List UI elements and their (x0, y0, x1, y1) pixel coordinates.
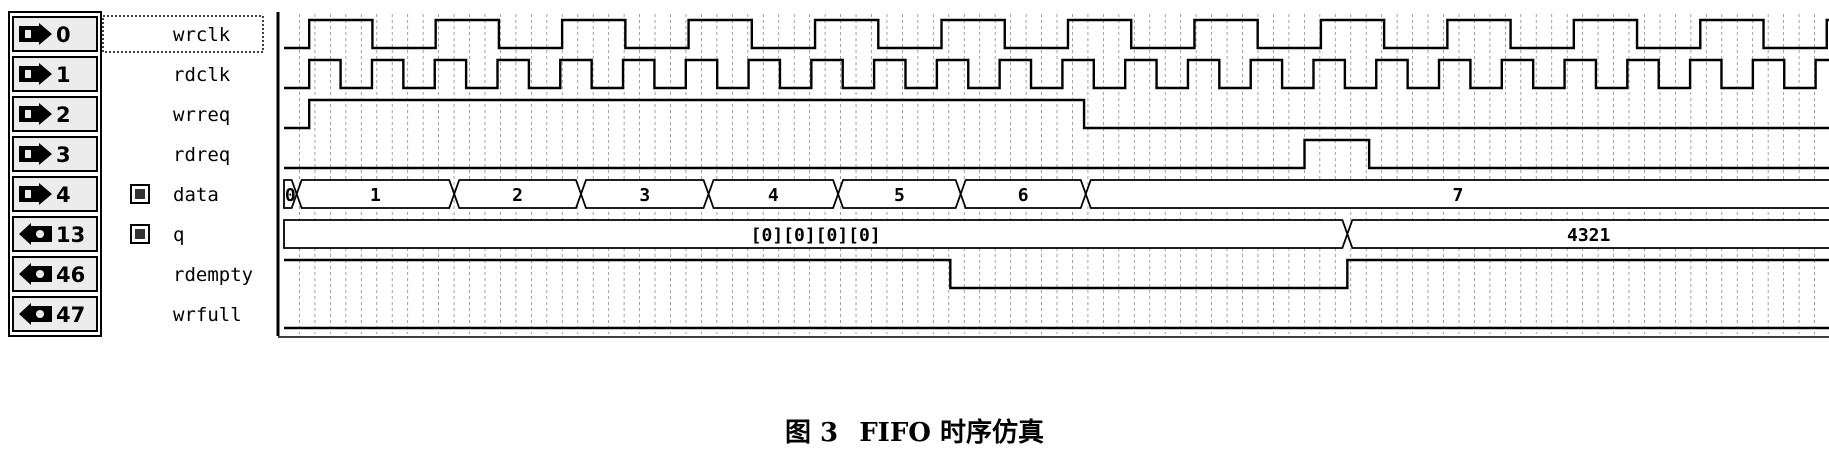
output-pin-icon (19, 223, 52, 245)
bit-waveform-wrreq (284, 98, 1829, 130)
signal-index: 3 (56, 143, 71, 167)
signal-index: 2 (56, 103, 71, 127)
signal-index: 46 (56, 263, 85, 287)
input-pin-icon (19, 63, 52, 85)
bus-value-label: 5 (894, 185, 905, 206)
input-pin-icon (19, 183, 52, 205)
input-pin-icon (19, 23, 52, 45)
output-pin-icon (19, 263, 52, 285)
signal-name: wrclk (173, 24, 231, 46)
bus-value-label: [0][0][0][0] (751, 225, 881, 246)
selected-signal-outline (102, 15, 264, 53)
signal-name: wrfull (173, 304, 242, 326)
clock-waveform-wrclk (284, 18, 1829, 50)
bus-value-label: 4321 (1567, 225, 1610, 246)
bit-waveform-rdreq (284, 138, 1829, 170)
signal-index: 47 (56, 303, 85, 327)
signal-name: rdreq (173, 144, 230, 166)
bus-value-label: 1 (370, 185, 381, 206)
bus-value-label: 4 (768, 185, 779, 206)
signal-name: q (173, 224, 184, 246)
signal-index: 13 (56, 223, 85, 247)
signal-name: rdclk (173, 64, 231, 86)
bus-value-label: 0 (285, 185, 296, 206)
bus-value-label: 3 (639, 185, 650, 206)
figure-title: FIFO 时序仿真 (859, 418, 1044, 448)
signal-index: 4 (56, 183, 71, 207)
clock-waveform-rdclk (284, 58, 1829, 90)
figure-caption: 图 3 FIFO 时序仿真 (0, 412, 1829, 449)
bus-segment (1346, 219, 1829, 249)
waveform-plot-area: 0 1 2 3 4 5 6 7 [0][0][0][0] 4321 (283, 18, 1829, 330)
bit-waveform-rdempty (284, 258, 1829, 290)
bus-segment (1084, 179, 1829, 209)
input-pin-icon (19, 103, 52, 125)
signal-name: data (173, 184, 219, 206)
input-pin-icon (19, 143, 52, 165)
signal-name: rdempty (173, 264, 253, 286)
output-pin-icon (19, 303, 52, 325)
signal-index: 0 (56, 23, 71, 47)
bus-group-icon (130, 184, 150, 204)
signal-index: 1 (56, 63, 71, 87)
signal-name: wrreq (173, 104, 230, 126)
figure-number: 图 3 (785, 418, 839, 448)
time-grid (299, 14, 1815, 334)
bus-value-label: 6 (1018, 185, 1029, 206)
bus-value-label: 2 (512, 185, 523, 206)
bus-value-label: 7 (1452, 185, 1463, 206)
bus-group-icon (130, 224, 150, 244)
